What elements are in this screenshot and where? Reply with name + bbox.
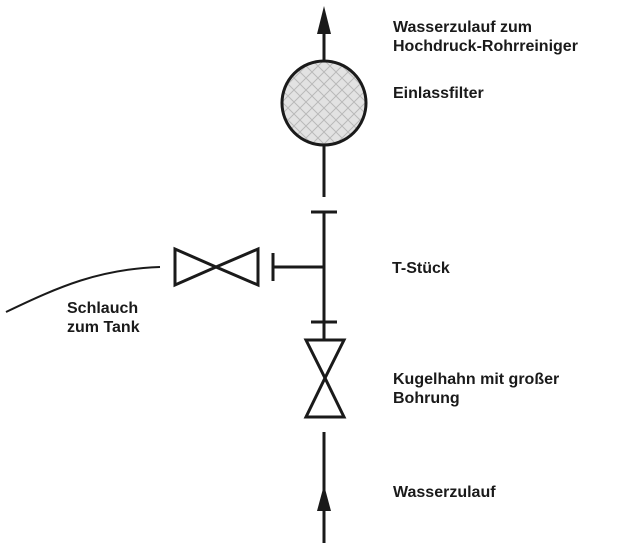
inlet-arrow [317,432,331,543]
hose-to-tank [5,266,161,313]
filter-label: Einlassfilter [393,84,484,103]
filter-label-text: Einlassfilter [393,85,484,102]
outlet-label-line1: Wasserzulauf zum [393,19,532,36]
tee-label-text: T-Stück [392,260,450,277]
ball-valve-label-line1: Kugelhahn mit großer [393,371,560,388]
outlet-label-line2: Hochdruck-Rohrreiniger [393,38,578,55]
hose-label-line2: zum Tank [67,319,140,336]
inlet-label-text: Wasserzulauf [393,484,496,501]
inlet-filter-symbol [280,59,368,147]
tee-fitting-symbol [271,210,337,324]
hose-label: Schlauch zum Tank [67,299,140,337]
outlet-label: Wasserzulauf zum Hochdruck-Rohrreiniger [393,18,578,56]
hose-label-line1: Schlauch [67,300,139,317]
tee-label: T-Stück [392,259,450,278]
outlet-arrow [317,6,331,60]
ball-valve-label-line2: Bohrung [393,390,460,407]
ball-valve-symbol [303,338,347,419]
side-valve-symbol [173,246,260,288]
ball-valve-label: Kugelhahn mit großer Bohrung [393,370,559,408]
inlet-label: Wasserzulauf [393,483,496,502]
